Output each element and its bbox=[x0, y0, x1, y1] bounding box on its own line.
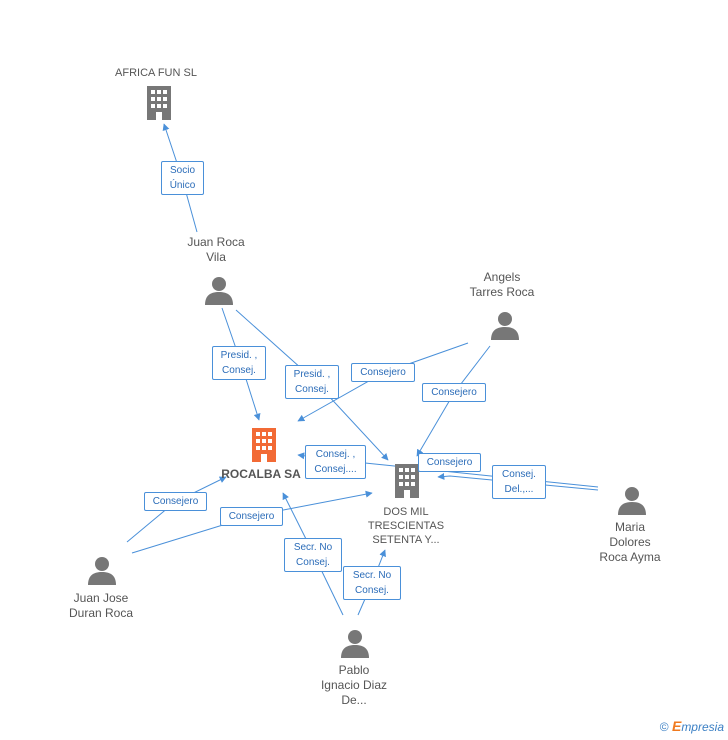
footer-brand[interactable]: © Empresia bbox=[660, 718, 724, 734]
person-icon-angels bbox=[491, 312, 519, 340]
node-label-line: Vila bbox=[206, 250, 226, 264]
edge-label-line: Secr. No bbox=[352, 570, 392, 581]
node-label-line: De... bbox=[341, 693, 367, 707]
building-icon-africa bbox=[147, 86, 171, 120]
node-label-juan-jose[interactable]: Juan Jose Duran Roca bbox=[36, 591, 166, 621]
building-icon-rocalba bbox=[252, 428, 276, 462]
node-label-juan-roca[interactable]: Juan Roca Vila bbox=[151, 235, 281, 265]
person-icon-juan-jose bbox=[88, 557, 116, 585]
edge-label-line: Consejero bbox=[426, 457, 473, 468]
edge-label-consejero-angels-dosmil[interactable]: Consejero bbox=[422, 383, 486, 402]
person-icon-juan-roca bbox=[205, 277, 233, 305]
edge-label-line: Presid. , bbox=[220, 350, 258, 361]
node-label-line: Maria bbox=[614, 520, 645, 534]
edge-label-line: Consej. bbox=[296, 557, 330, 568]
edge-label-line: Del.,... bbox=[504, 484, 534, 495]
node-label-line: DOS MIL bbox=[383, 506, 429, 518]
edge-label-line: Consejero bbox=[228, 511, 275, 522]
node-label-line: TRESCIENTAS bbox=[367, 520, 445, 532]
node-label-line: Dolores bbox=[609, 535, 651, 549]
node-label-line: Ignacio Diaz bbox=[320, 678, 388, 692]
node-label-text: AFRICA FUN SL bbox=[115, 67, 197, 79]
node-label-angels[interactable]: Angels Tarres Roca bbox=[437, 270, 567, 300]
edge-label-consej-maria-rocalba[interactable]: Consej. , Consej.... bbox=[305, 445, 366, 479]
edge-label-line: Consejero bbox=[431, 387, 477, 398]
person-icon-pablo bbox=[341, 630, 369, 658]
edge-label-line: Único bbox=[169, 180, 196, 191]
node-label-line: Roca Ayma bbox=[599, 550, 661, 564]
edge-label-consejero-angels-rocalba[interactable]: Consejero bbox=[351, 363, 415, 382]
edge-label-line: Consejero bbox=[360, 367, 406, 378]
copyright-symbol: © bbox=[659, 720, 669, 734]
edge-label-line: Consej. bbox=[295, 384, 329, 395]
edge-label-line: Consej. bbox=[222, 365, 256, 376]
node-label-line: Pablo bbox=[338, 663, 370, 677]
edge-label-line: Presid. , bbox=[293, 369, 331, 380]
edge-label-secr-2[interactable]: Secr. No Consej. bbox=[343, 566, 401, 600]
edge-label-consejero-maria-dosmil[interactable]: Consejero bbox=[418, 453, 481, 472]
node-label-dosmil[interactable]: DOS MIL TRESCIENTAS SETENTA Y... bbox=[341, 505, 471, 547]
building-icon-dosmil bbox=[395, 464, 419, 498]
node-label-line: Tarres Roca bbox=[469, 285, 535, 299]
brand-logo-initial: E bbox=[671, 718, 682, 734]
node-label-line: Angels bbox=[483, 270, 521, 284]
node-label-line: SETENTA Y... bbox=[372, 534, 440, 546]
node-label-line: Juan Roca bbox=[187, 235, 245, 249]
edge-label-line: Consej. , bbox=[315, 449, 356, 460]
edge-label-socio-unico[interactable]: Socio Único bbox=[161, 161, 204, 195]
person-icon-maria bbox=[618, 487, 646, 515]
brand-name: mpresia bbox=[681, 720, 724, 734]
edge-label-line: Consej.... bbox=[314, 464, 357, 475]
edge-label-presid-2[interactable]: Presid. , Consej. bbox=[285, 365, 339, 399]
node-label-line: Juan Jose bbox=[73, 591, 129, 605]
edge-label-line: Consej. bbox=[502, 469, 536, 480]
edge-label-line: Consej. bbox=[355, 585, 389, 596]
node-label-africa[interactable]: AFRICA FUN SL bbox=[91, 66, 221, 80]
node-label-text: ROCALBA SA bbox=[221, 467, 301, 481]
edge-label-secr-1[interactable]: Secr. No Consej. bbox=[284, 538, 342, 572]
node-label-rocalba[interactable]: ROCALBA SA bbox=[196, 467, 326, 482]
edge-label-consejero-jj-dosmil[interactable]: Consejero bbox=[220, 507, 283, 526]
edge-maria-dosmil bbox=[437, 472, 599, 491]
edge-label-consejero-jj-rocalba[interactable]: Consejero bbox=[144, 492, 207, 511]
edge-label-consej-del[interactable]: Consej. Del.,... bbox=[492, 465, 546, 499]
edge-label-presid-1[interactable]: Presid. , Consej. bbox=[212, 346, 266, 380]
node-label-maria[interactable]: Maria Dolores Roca Ayma bbox=[565, 520, 695, 565]
node-label-line: Duran Roca bbox=[68, 606, 134, 620]
edge-label-line: Consejero bbox=[152, 496, 199, 507]
node-label-pablo[interactable]: Pablo Ignacio Diaz De... bbox=[289, 663, 419, 708]
edge-label-line: Secr. No bbox=[293, 542, 333, 553]
edge-label-line: Socio bbox=[169, 165, 195, 176]
